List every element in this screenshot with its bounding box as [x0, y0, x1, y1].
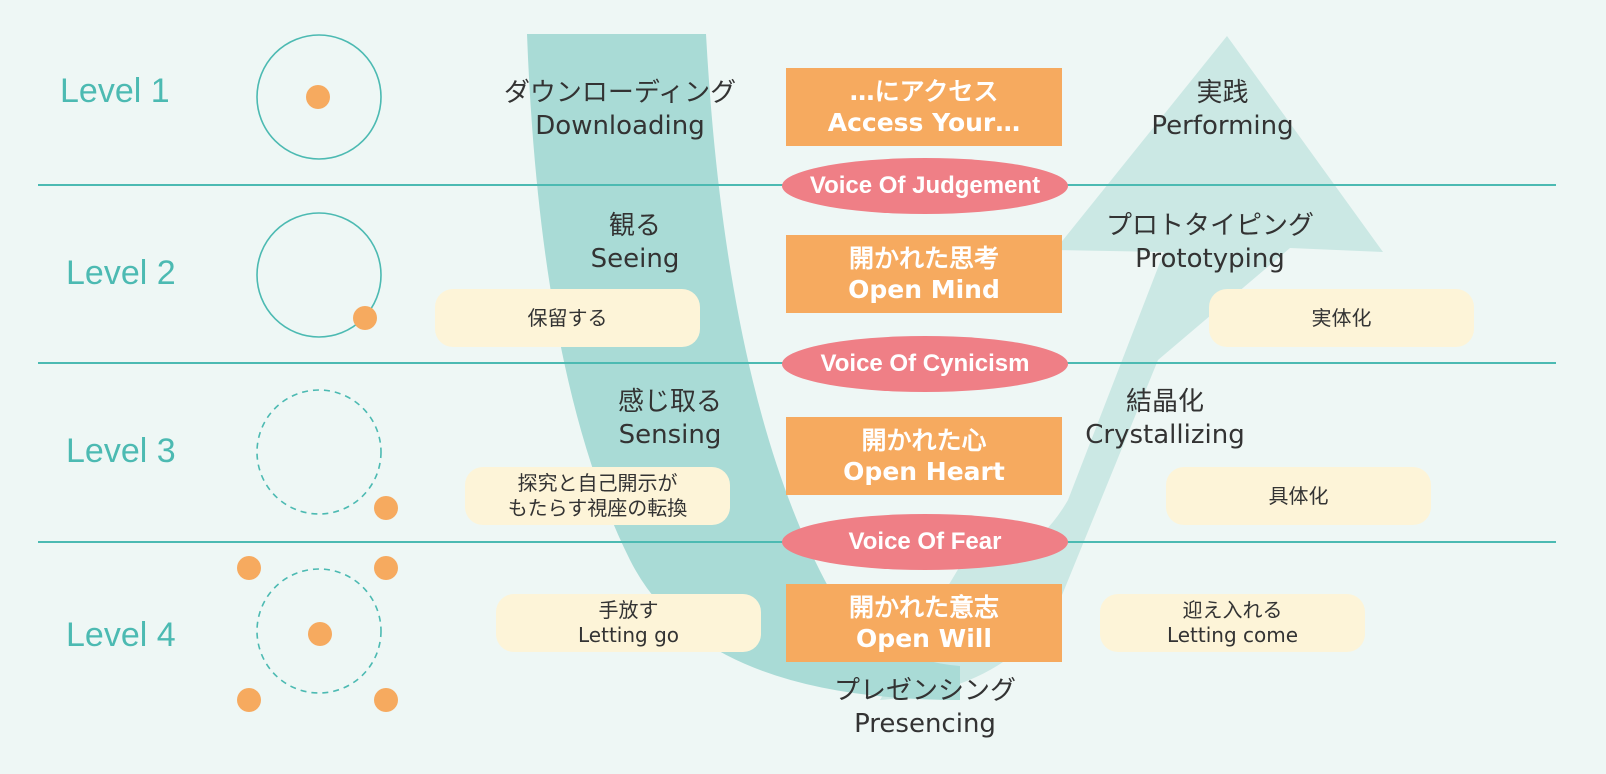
- level-4-label: Level 4: [66, 616, 176, 654]
- level-3-label: Level 3: [66, 432, 176, 470]
- open-heart-box: 開かれた心 Open Heart: [786, 417, 1062, 495]
- level-1-label: Level 1: [60, 72, 170, 110]
- note-suspend-text: 保留する: [527, 305, 608, 330]
- note-inquiry-line2: もたらす視座の転換: [507, 496, 688, 520]
- open-will-box-ja: 開かれた意志: [848, 593, 999, 622]
- stage-seeing-en: Seeing: [590, 244, 680, 274]
- note-letting-go-en: Letting go: [578, 623, 679, 647]
- voice-of-fear: Voice Of Fear: [782, 514, 1068, 570]
- stage-downloading: ダウンローディング Downloading: [490, 77, 750, 143]
- note-letting-go: 手放す Letting go: [496, 594, 761, 652]
- access-box-en: Access Your…: [827, 108, 1021, 137]
- stage-performing: 実践 Performing: [1130, 77, 1315, 143]
- u-ascending-arrow: [880, 36, 1383, 700]
- level-4-icon: [237, 556, 398, 712]
- stage-crystallizing: 結晶化 Crystallizing: [1070, 386, 1260, 452]
- stage-sensing: 感じ取る Sensing: [590, 386, 750, 452]
- access-box-ja: …にアクセス: [849, 77, 999, 106]
- level-2-label: Level 2: [66, 254, 176, 292]
- note-inquiry-line1: 探究と自己開示が: [517, 471, 678, 495]
- note-concretize: 具体化: [1166, 467, 1431, 525]
- level-1-icon: [256, 34, 382, 160]
- stage-presencing-ja: プレゼンシング: [833, 676, 1016, 706]
- note-inquiry: 探究と自己開示が もたらす視座の転換: [465, 467, 730, 525]
- stage-prototyping-ja: プロトタイピング: [1105, 211, 1314, 241]
- open-will-box-en: Open Will: [856, 624, 992, 653]
- open-mind-box-en: Open Mind: [848, 275, 1000, 304]
- note-letting-come: 迎え入れる Letting come: [1100, 594, 1365, 652]
- note-concretize-text: 具体化: [1268, 483, 1329, 508]
- open-heart-box-ja: 開かれた心: [861, 426, 987, 455]
- open-will-box: 開かれた意志 Open Will: [786, 584, 1062, 662]
- note-letting-go-ja: 手放す: [598, 598, 659, 622]
- open-mind-box-ja: 開かれた思考: [848, 244, 999, 273]
- open-heart-box-en: Open Heart: [843, 457, 1005, 486]
- stage-performing-en: Performing: [1151, 111, 1294, 141]
- stage-sensing-ja: 感じ取る: [617, 387, 722, 417]
- voice-of-cynicism: Voice Of Cynicism: [782, 336, 1068, 392]
- stage-sensing-en: Sensing: [618, 420, 722, 450]
- stage-prototyping: プロトタイピング Prototyping: [1090, 210, 1330, 276]
- note-embody-text: 実体化: [1311, 305, 1372, 330]
- stage-performing-ja: 実践: [1196, 78, 1249, 108]
- note-letting-come-ja: 迎え入れる: [1182, 598, 1283, 622]
- stage-downloading-en: Downloading: [535, 111, 705, 141]
- stage-downloading-ja: ダウンローディング: [503, 78, 737, 108]
- note-embody: 実体化: [1209, 289, 1474, 347]
- u-descending-band: [527, 34, 960, 700]
- stage-presencing-en: Presencing: [854, 709, 996, 739]
- access-box: …にアクセス Access Your…: [786, 68, 1062, 146]
- level-2-icon: [256, 212, 382, 338]
- note-letting-come-en: Letting come: [1166, 623, 1299, 647]
- note-suspend: 保留する: [435, 289, 700, 347]
- voice-of-judgement: Voice Of Judgement: [782, 158, 1068, 214]
- stage-crystallizing-ja: 結晶化: [1125, 387, 1204, 417]
- stage-seeing-ja: 観る: [608, 211, 661, 241]
- open-mind-box: 開かれた思考 Open Mind: [786, 235, 1062, 313]
- level-3-icon: [256, 389, 398, 520]
- stage-crystallizing-en: Crystallizing: [1085, 420, 1245, 450]
- stage-seeing: 観る Seeing: [560, 210, 710, 276]
- stage-prototyping-en: Prototyping: [1135, 244, 1285, 274]
- stage-presencing: プレゼンシング Presencing: [810, 675, 1040, 741]
